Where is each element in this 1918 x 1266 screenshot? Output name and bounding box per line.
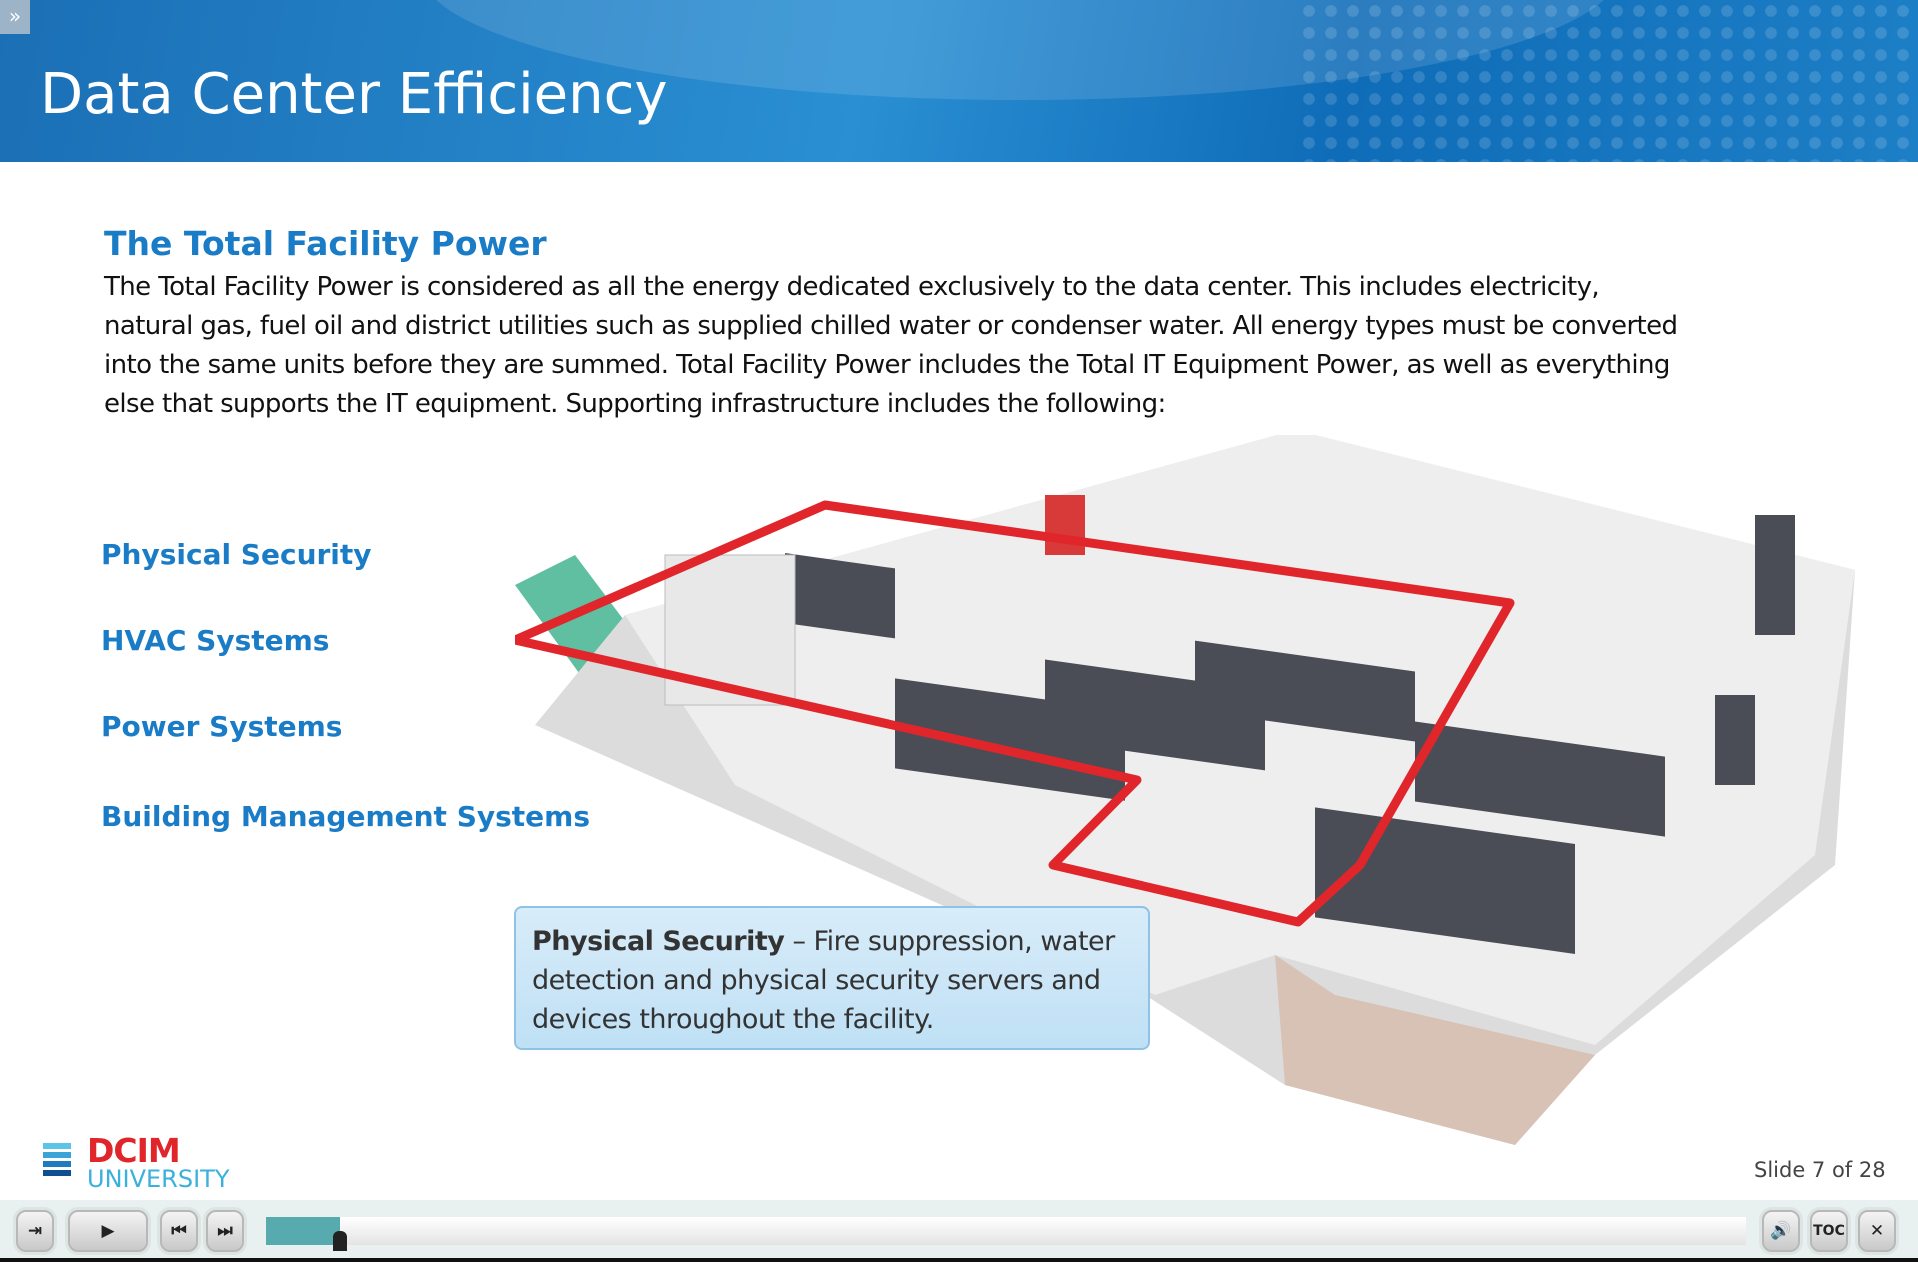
body-text: The Total Facility Power is considered a… <box>104 272 1678 419</box>
player-toolbar: ⇥ ▶ ⏮ ⏭ 🔊 TOC ✕ <box>0 1200 1918 1262</box>
exit-button[interactable]: ⇥ <box>16 1210 54 1252</box>
slide-counter: Slide 7 of 28 <box>1754 1158 1886 1182</box>
header-pattern <box>1298 0 1918 162</box>
callout-text: – Fire suppression, water detection and … <box>532 926 1115 1035</box>
callout-term: Physical Security <box>532 926 785 957</box>
section-title: The Total Facility Power <box>104 224 547 263</box>
logo-stripes-icon <box>43 1143 71 1176</box>
previous-slide-button[interactable]: ⏮ <box>160 1210 198 1252</box>
close-icon: ✕ <box>1869 1221 1885 1241</box>
toc-button[interactable]: TOC <box>1810 1210 1848 1252</box>
double-chevron-right-icon[interactable]: » <box>0 0 30 34</box>
progress-fill <box>266 1217 340 1245</box>
topic-building-management-systems[interactable]: Building Management Systems <box>101 800 590 833</box>
speaker-icon: 🔊 <box>1770 1221 1792 1241</box>
topic-power-systems[interactable]: Power Systems <box>101 710 343 743</box>
exit-icon: ⇥ <box>27 1221 43 1241</box>
play-icon: ▶ <box>101 1221 115 1241</box>
logo-university: UNIVERSITY <box>87 1165 230 1193</box>
skip-forward-icon: ⏭ <box>217 1221 233 1241</box>
slide-title: Data Center Efficiency <box>40 62 668 127</box>
skip-back-icon: ⏮ <box>171 1221 187 1241</box>
close-button[interactable]: ✕ <box>1858 1210 1896 1252</box>
dcim-university-logo: DCIM UNIVERSITY <box>43 1131 243 1193</box>
data-center-illustration <box>515 435 1855 1145</box>
slide-header: » Data Center Efficiency <box>0 0 1918 162</box>
progress-bar[interactable] <box>266 1217 1746 1251</box>
topic-physical-security[interactable]: Physical Security <box>101 538 372 571</box>
facility-boundary <box>515 500 1515 927</box>
progress-thumb[interactable] <box>333 1231 347 1251</box>
info-callout: Physical Security – Fire suppression, wa… <box>514 906 1150 1050</box>
next-slide-button[interactable]: ⏭ <box>206 1210 244 1252</box>
topic-hvac-systems[interactable]: HVAC Systems <box>101 624 330 657</box>
volume-button[interactable]: 🔊 <box>1762 1210 1800 1252</box>
play-button[interactable]: ▶ <box>68 1210 148 1252</box>
logo-dcim: DCIM <box>87 1131 181 1170</box>
